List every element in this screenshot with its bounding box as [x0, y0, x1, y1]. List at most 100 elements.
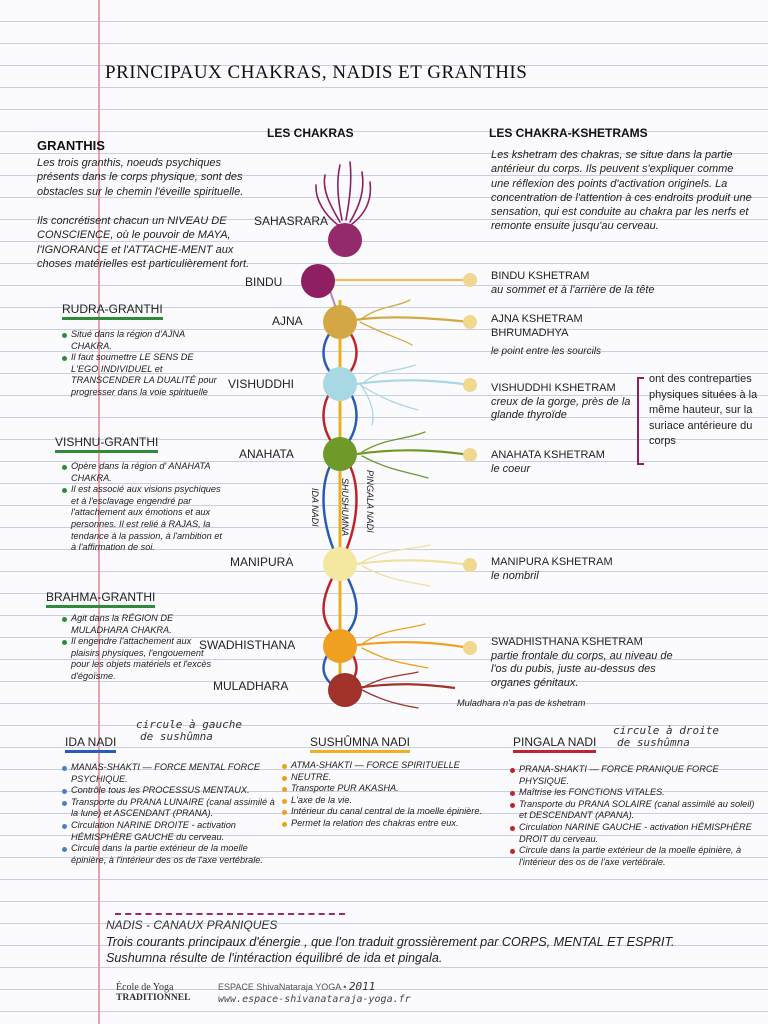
label-anahata: ANAHATA [239, 447, 294, 461]
espace-name: ESPACE ShivaNataraja YOGA • [218, 982, 347, 992]
brahma-granthi-title: BRAHMA-GRANTHI [46, 590, 156, 608]
pingala-hand-note-2: de sushûmna [617, 736, 690, 749]
kshetrams-side-note: ont des contreparties physiques situées … [649, 373, 758, 448]
swadhisthana-chakra [323, 629, 357, 663]
list-item: Permet la relation des chakras entre eux… [282, 818, 492, 830]
kshetram-connectors [330, 278, 471, 690]
sushumna-nadi-title: SUSHÛMNA NADI [310, 735, 411, 753]
sahasrara-strands [315, 161, 372, 226]
manipura-kshetram-name: MANIPURA KSHETRAM [491, 556, 613, 568]
pingala-nadi-vertical-label: PINGALA NADI [365, 470, 375, 533]
swadhisthana-kshetram: SWADHISTHANA KSHETRAM partie frontale du… [491, 636, 691, 690]
anahata-chakra [323, 437, 357, 471]
vishuddhi-kshetram: VISHUDDHI KSHETRAM creux de la gorge, pr… [491, 382, 636, 423]
manipura-chakra [323, 547, 357, 581]
label-muladhara: MULADHARA [213, 679, 289, 693]
manipura-kshetram: MANIPURA KSHETRAM le nombril [491, 556, 691, 583]
list-item: L'axe de la vie. [282, 795, 492, 807]
list-item: ATMA-SHAKTI — FORCE SPIRITUELLE [282, 760, 492, 772]
label-ajna: AJNA [272, 314, 303, 328]
list-item: NEUTRE. [282, 772, 492, 784]
granthis-intro-2: Ils concrétisent chacun un NIVEAU DE CON… [37, 215, 250, 270]
ida-nadi-list: MANAS-SHAKTI — FORCE MENTAL FORCE PSYCHI… [62, 762, 280, 866]
list-item: Circule dans la partie extérieur de la m… [510, 845, 760, 868]
notebook-margin [98, 0, 100, 1024]
vishuddhi-kshetram-name: VISHUDDHI KSHETRAM [491, 382, 616, 394]
list-item: Circulation NARINE GAUCHE - activation H… [510, 822, 760, 845]
ajna-kshetram: AJNA KSHETRAM BHRUMADHYA le point entre … [491, 313, 691, 359]
granthis-intro: Les trois granthis, noeuds psychiques pr… [37, 157, 244, 198]
sahasrara-chakra [328, 223, 362, 257]
espace-label: ESPACE ShivaNataraja YOGA • 2011 [218, 981, 375, 992]
list-item: Il engendre l'attachement aux plaisirs p… [62, 636, 220, 682]
sushumna-nadi-list: ATMA-SHAKTI — FORCE SPIRITUELLE NEUTRE. … [282, 760, 492, 830]
list-item: Opère dans la région d' ANAHATA CHAKRA. [62, 461, 227, 484]
ida-nadi-vertical-label: IDA NADI [310, 488, 320, 527]
chakra-petal-strands [359, 299, 431, 709]
list-item: Il faut soumettre LE SENS DE L'EGO INDIV… [62, 352, 220, 398]
list-item: Agit dans la RÉGION DE MULADHARA CHAKRA. [62, 613, 220, 636]
list-item: Transporte du PRANA SOLAIRE (canal assim… [510, 799, 760, 822]
rudra-granthi-list: Situé dans la région d'AJNA CHAKRA. Il f… [62, 329, 220, 399]
manipura-kshetram-desc: le nombril [491, 569, 539, 582]
ida-hand-note-1: circule à gauche [136, 718, 242, 731]
rudra-granthi-title: RUDRA-GRANTHI [62, 302, 163, 320]
swadhisthana-kshetram-desc: partie frontale du corps, au niveau de l… [491, 649, 673, 689]
school-name: École de Yoga [116, 982, 174, 993]
pingala-hand-note-1: circule à droite [613, 724, 719, 737]
bindu-kshetram-name: BINDU KSHETRAM [491, 270, 590, 282]
anahata-kshetram-name: ANAHATA KSHETRAM [491, 449, 605, 461]
kshetram-flowers [463, 273, 477, 655]
label-vishuddhi: VISHUDDHI [228, 377, 295, 391]
ajna-chakra [323, 305, 357, 339]
label-sahasrara: SAHASRARA [254, 214, 329, 228]
swadhisthana-kshetram-name: SWADHISTHANA KSHETRAM [491, 636, 643, 648]
pingala-nadi-list: PRANA-SHAKTI — FORCE PRANIQUE FORCE PHYS… [510, 764, 760, 868]
footer-heading: NADIS - CANAUX PRANIQUES [106, 918, 278, 932]
page-title: PRINCIPAUX CHAKRAS, NADIS ET GRANTHIS [105, 62, 528, 83]
list-item: MANAS-SHAKTI — FORCE MENTAL FORCE PSYCHI… [62, 762, 280, 785]
school-type: TRADITIONNEL [116, 993, 191, 1003]
bindu-kshetram-desc: au sommet et à l'arrière de la tête [491, 283, 655, 296]
ajna-kshetram-name: AJNA KSHETRAM [491, 313, 583, 325]
list-item: Intérieur du canal central de la moelle … [282, 806, 492, 818]
ajna-kshetram-desc: le point entre les sourcils [491, 346, 602, 357]
website-link[interactable]: www.espace-shivanataraja-yoga.fr [218, 994, 411, 1005]
anahata-kshetram-desc: le coeur [491, 462, 531, 475]
vishnu-granthi-list: Opère dans la région d' ANAHATA CHAKRA. … [62, 461, 227, 554]
granthis-heading: GRANTHIS [37, 138, 105, 153]
muladhara-note: Muladhara n'a pas de kshetram [457, 698, 586, 708]
list-item: Transporte du PRANA LUNAIRE (canal assim… [62, 797, 280, 820]
anahata-kshetram: ANAHATA KSHETRAM le coeur [491, 449, 636, 476]
sushumna-vertical-label: SHUSHUMNA [340, 478, 350, 536]
pingala-nadi-title: PINGALA NADI [513, 735, 597, 753]
footer-divider [115, 913, 345, 915]
vishuddhi-chakra [323, 367, 357, 401]
list-item: Circule dans la partie extérieur de la m… [62, 843, 280, 866]
label-bindu: BINDU [245, 275, 283, 289]
label-swadhisthana: SWADHISTHANA [199, 638, 296, 652]
year: 2011 [348, 980, 376, 993]
vishuddhi-kshetram-desc: creux de la gorge, près de la glande thy… [491, 395, 631, 422]
chakras-heading: LES CHAKRAS [267, 126, 354, 140]
bindu-kshetram: BINDU KSHETRAM au sommet et à l'arrière … [491, 270, 751, 297]
kshetrams-heading: LES CHAKRA-KSHETRAMS [489, 126, 648, 140]
list-item: Il est associé aux visions psychiques et… [62, 484, 227, 554]
ida-hand-note-2: de sushûmna [140, 730, 213, 743]
list-item: Maîtrise les FONCTIONS VITALES. [510, 787, 760, 799]
side-note-bracket [637, 377, 644, 465]
label-manipura: MANIPURA [230, 555, 294, 569]
kshetrams-intro: Les kshetram des chakras, se situe dans … [491, 149, 752, 233]
footer-line-2: Sushumna résulte de l'intéraction équili… [106, 951, 443, 965]
list-item: Transporte PUR AKASHA. [282, 783, 492, 795]
list-item: Circulation NARINE DROITE - activation H… [62, 820, 280, 843]
ajna-kshetram-name-2: BHRUMADHYA [491, 326, 569, 339]
bindu-chakra [301, 264, 335, 298]
vishnu-granthi-title: VISHNU-GRANTHI [55, 435, 159, 453]
list-item: Situé dans la région d'AJNA CHAKRA. [62, 329, 220, 352]
list-item: PRANA-SHAKTI — FORCE PRANIQUE FORCE PHYS… [510, 764, 760, 787]
brahma-granthi-list: Agit dans la RÉGION DE MULADHARA CHAKRA.… [62, 613, 220, 683]
list-item: Contrôle tous les PROCESSUS MENTAUX. [62, 785, 280, 797]
muladhara-chakra [328, 673, 362, 707]
